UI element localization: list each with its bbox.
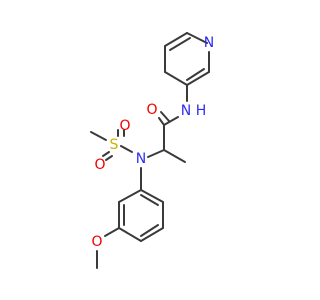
atom-sulfur: S	[110, 137, 119, 153]
bonds	[90, 32, 210, 269]
bond-pyr-4b	[186, 68, 205, 81]
atom-carbonyl-o: O	[146, 102, 157, 118]
bond-pyr-4	[186, 71, 210, 86]
atom-sulfonyl-o-bottom: O	[94, 157, 105, 173]
bond-nh-carbonyl	[163, 116, 179, 126]
atom-pyridine-n: N	[204, 35, 214, 51]
bond-ph-ome	[104, 227, 120, 237]
atom-sulfonamide-n: N	[136, 151, 146, 167]
atom-methoxy-o: O	[91, 234, 102, 250]
bond-carbonyl-o-2	[160, 111, 170, 122]
bond-pyr-6	[186, 32, 208, 44]
bond-ph-3	[118, 227, 142, 242]
bond-ph-1	[118, 189, 142, 203]
chemical-structure-diagram: N N H O N S O O O	[90, 32, 214, 269]
atom-sulfonyl-o-top: O	[119, 118, 130, 134]
bond-ph-4	[140, 227, 164, 242]
atom-amide-n: N	[181, 103, 191, 119]
atom-labels: N N H O N S O O O	[91, 35, 214, 250]
bond-alpha-n	[147, 149, 165, 158]
bond-s-o-bottom-2	[105, 155, 113, 161]
bond-ph-6b	[140, 194, 159, 206]
bond-ph-6	[140, 189, 164, 203]
bond-ph-4b	[140, 224, 159, 237]
bond-pyr-3	[164, 71, 188, 86]
bond-pyr-1	[164, 32, 188, 47]
bond-s-methyl	[90, 131, 107, 141]
bond-carbonyl-o-1	[158, 117, 165, 126]
bond-n-s	[120, 145, 133, 153]
bond-s-o-bottom-1	[102, 151, 110, 157]
atom-amide-h: H	[196, 103, 207, 119]
bond-alpha-methyl	[163, 149, 186, 163]
bond-pyr-1b	[169, 37, 191, 51]
molecule-drawing: N N H O N S O O O	[90, 32, 214, 269]
